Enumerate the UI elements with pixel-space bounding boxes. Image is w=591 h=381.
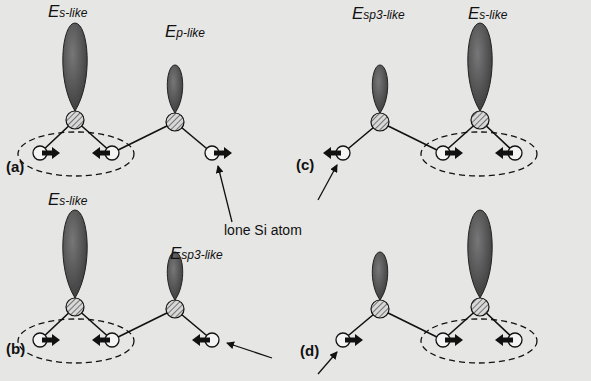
orbital-lobe [372, 65, 387, 113]
displacement-arrow [495, 147, 513, 159]
orbital-lobe [167, 65, 182, 113]
center-atom [471, 111, 489, 129]
callout-label: lone Si atom [224, 222, 302, 238]
orbital-lobe [372, 252, 387, 300]
structure-panel [18, 210, 219, 363]
dimer-outline [18, 132, 134, 176]
energy-label: Esp3-like [352, 4, 405, 24]
center-atom [371, 300, 389, 318]
orbital-lobe [63, 210, 87, 298]
displacement-arrow [495, 334, 513, 346]
dimer-outline [421, 132, 537, 176]
center-atom [66, 298, 84, 316]
energy-label: Es-like [468, 4, 507, 24]
displacement-arrow [192, 334, 210, 346]
displacement-arrow [92, 334, 110, 346]
bond [380, 309, 443, 340]
bond [112, 122, 175, 153]
displacement-arrow [345, 334, 363, 346]
structure-panel [323, 23, 537, 176]
structure-panel [18, 23, 232, 176]
orbital-lobe [468, 23, 492, 111]
leader-lines [218, 165, 337, 374]
bond [112, 309, 175, 340]
panel-label: (a) [6, 158, 24, 175]
center-atom [66, 111, 84, 129]
panel-label: (b) [6, 340, 25, 357]
energy-label: Esp3-like [170, 244, 223, 264]
bond [380, 122, 443, 153]
displacement-arrow [445, 147, 463, 159]
dimer-outline [18, 319, 134, 363]
displacement-arrow [445, 334, 463, 346]
structure-panel [336, 210, 537, 363]
energy-label: Es-like [48, 2, 87, 22]
displacement-arrow [92, 147, 110, 159]
displacement-arrow [42, 147, 60, 159]
displacement-arrow [214, 147, 232, 159]
energy-label: Es-like [48, 190, 87, 210]
energy-label: Ep-like [165, 22, 205, 42]
panel-label: (d) [300, 342, 319, 359]
panel-label: (c) [296, 156, 314, 173]
orbital-lobe [468, 210, 492, 298]
dimer-outline [421, 319, 537, 363]
center-atom [166, 300, 184, 318]
center-atom [166, 113, 184, 131]
displacement-arrow [42, 334, 60, 346]
center-atom [371, 113, 389, 131]
center-atom [471, 298, 489, 316]
orbital-lobe [63, 23, 87, 111]
displacement-arrow [323, 147, 341, 159]
